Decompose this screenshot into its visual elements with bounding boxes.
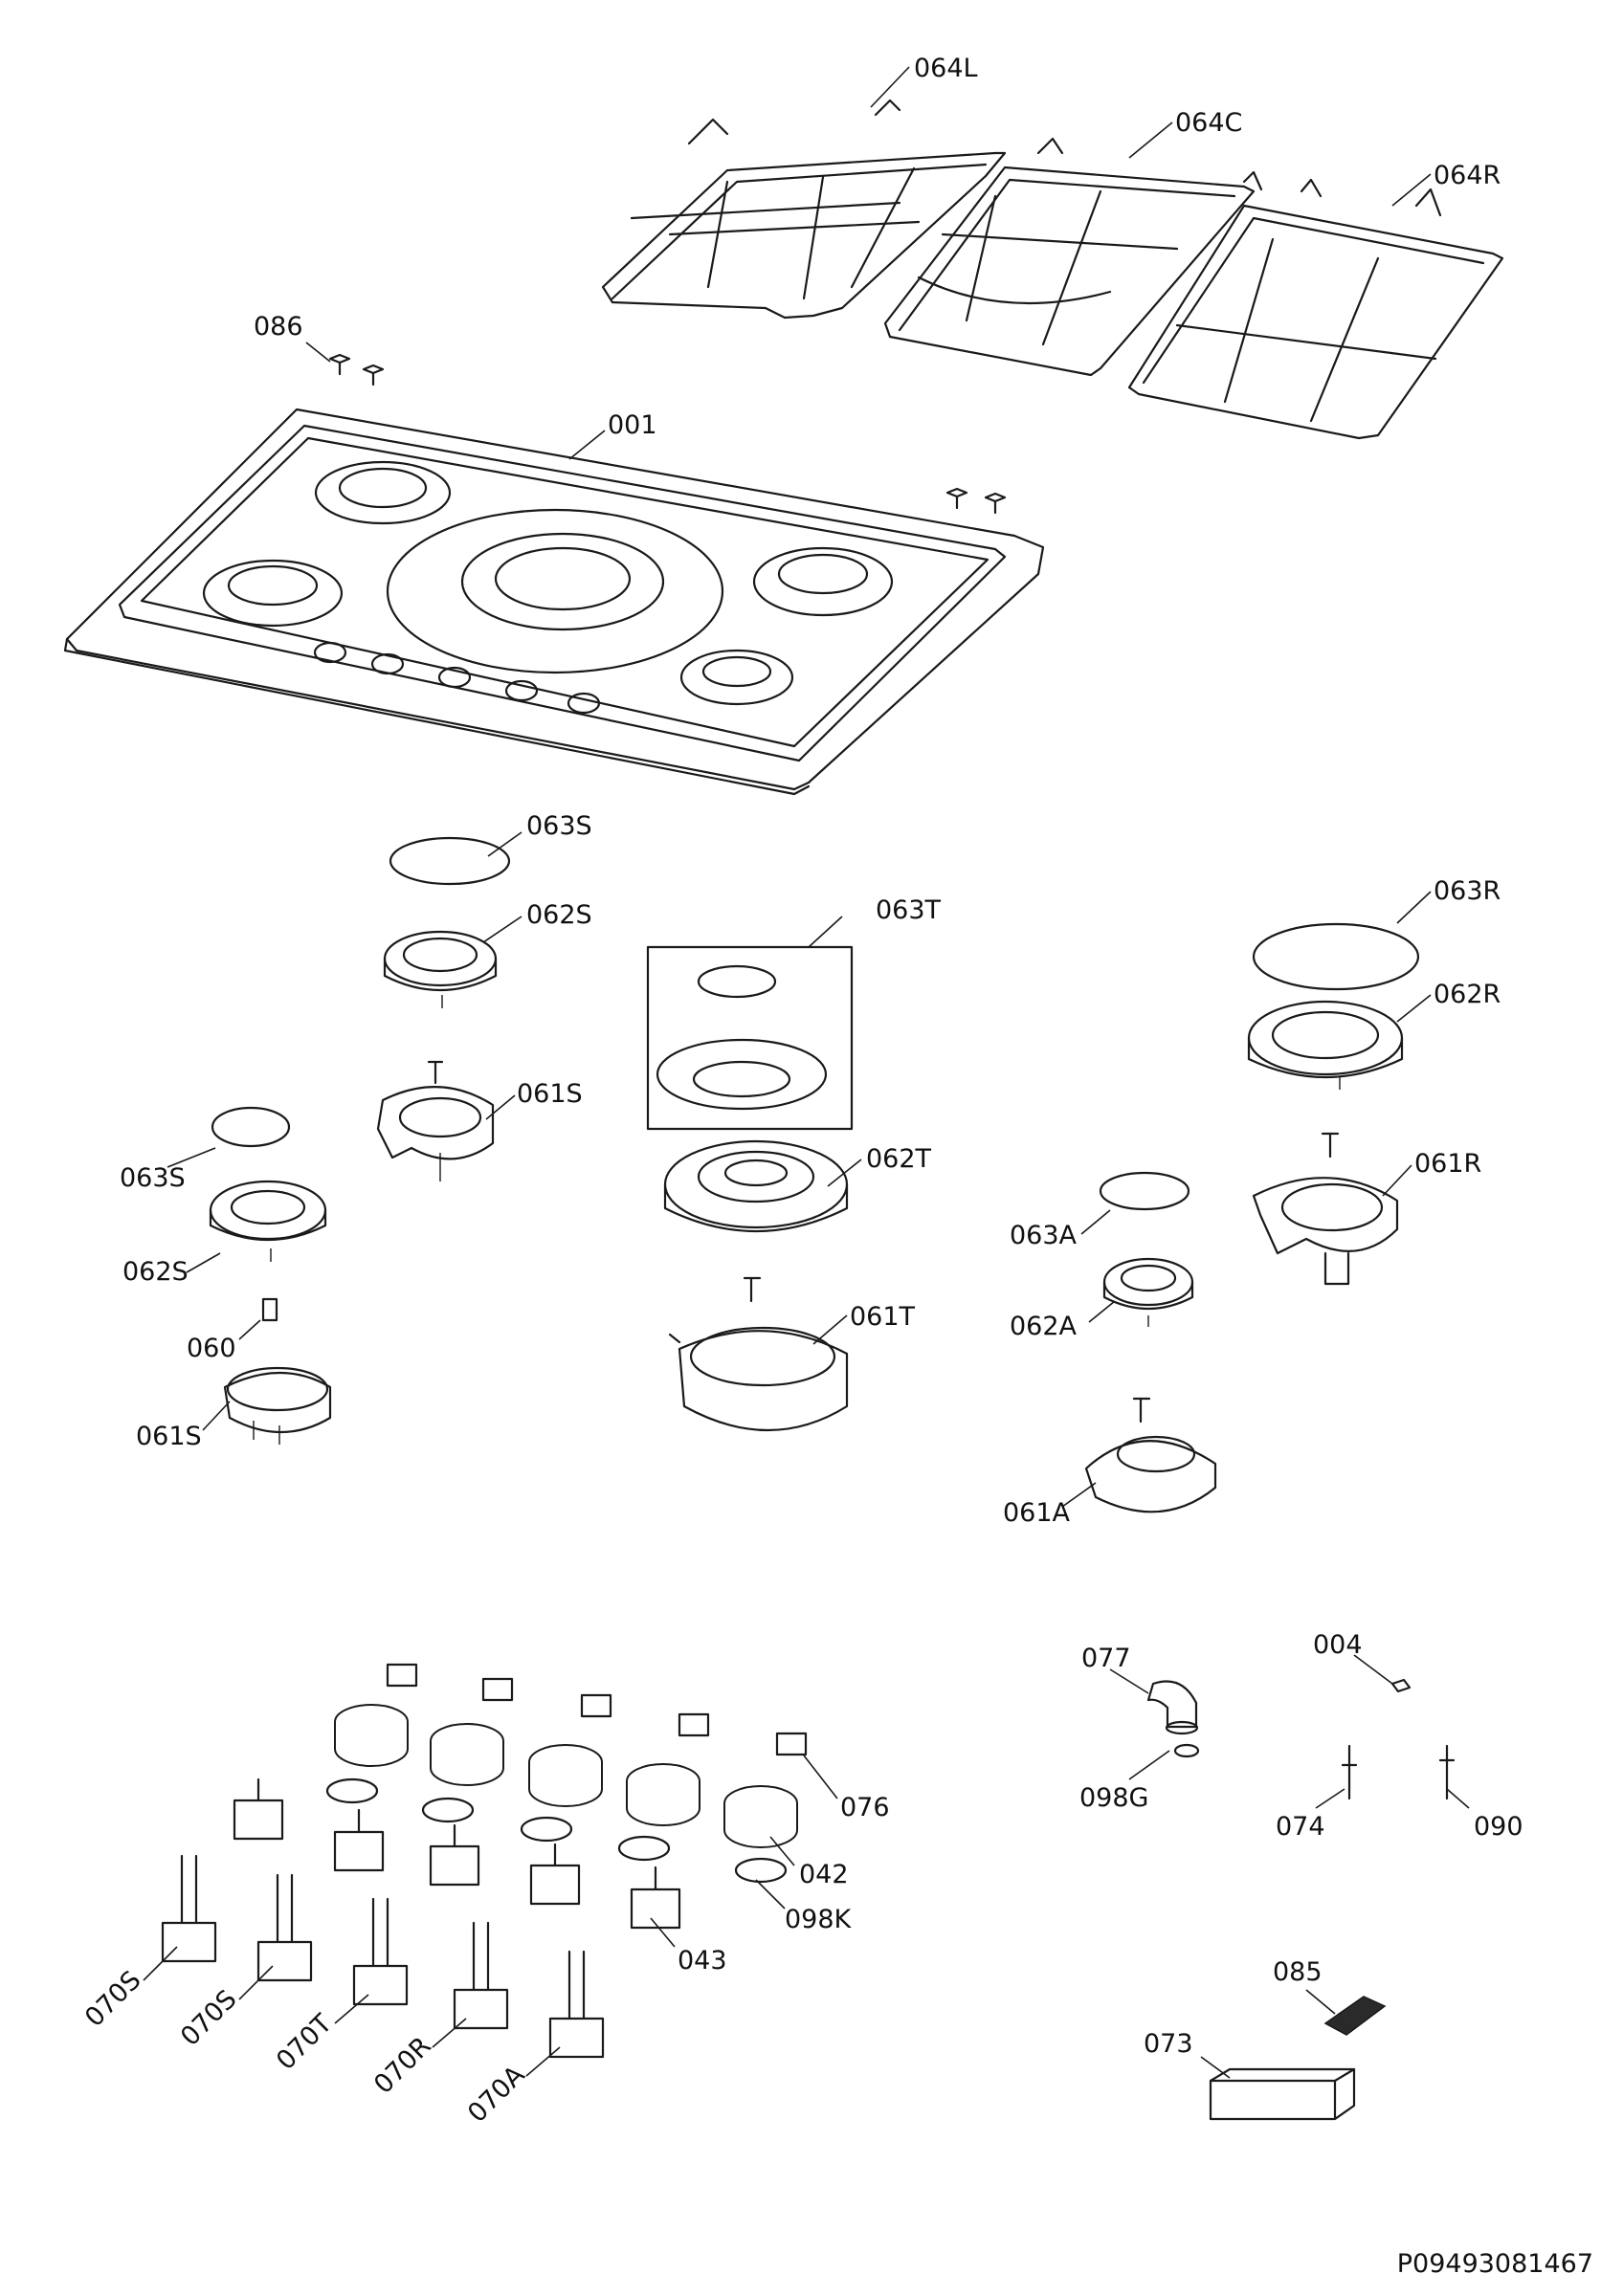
hob-top-plate bbox=[63, 408, 1045, 796]
label-061A: 061A bbox=[1003, 1498, 1071, 1528]
label-001: 001 bbox=[608, 410, 657, 440]
label-086: 086 bbox=[254, 312, 303, 342]
label-064R: 064R bbox=[1434, 161, 1501, 190]
label-062A: 062A bbox=[1010, 1312, 1078, 1341]
label-062T: 062T bbox=[866, 1144, 932, 1174]
part-labels: 064L 064C 064R 086 001 063S 062S 063T 06… bbox=[79, 54, 1523, 2129]
burner-cup-061R bbox=[1252, 1132, 1399, 1286]
label-042: 042 bbox=[799, 1860, 849, 1889]
label-070T: 070T bbox=[271, 2009, 338, 2076]
burner-cup-061A bbox=[1084, 1397, 1217, 1513]
label-098K: 098K bbox=[785, 1905, 853, 1934]
seal-098G bbox=[1173, 1743, 1200, 1758]
control-knob-row-042 bbox=[334, 1704, 798, 1848]
label-004: 004 bbox=[1313, 1630, 1363, 1660]
label-043: 043 bbox=[678, 1946, 727, 1976]
burner-cap-063S-upper bbox=[389, 836, 511, 886]
label-062S-lower: 062S bbox=[122, 1257, 189, 1287]
label-063R: 063R bbox=[1434, 876, 1501, 906]
drawing-code: P09493081467 bbox=[1397, 2249, 1593, 2279]
pan-support-center bbox=[883, 137, 1263, 377]
burner-crown-062A bbox=[1102, 1257, 1194, 1327]
clip-004 bbox=[1390, 1678, 1412, 1693]
pan-support-right bbox=[1127, 178, 1504, 440]
pan-support-left bbox=[601, 99, 1007, 320]
label-063S-lower: 063S bbox=[120, 1163, 186, 1193]
label-061S-upper: 061S bbox=[517, 1079, 583, 1109]
label-062R: 062R bbox=[1434, 980, 1501, 1009]
label-061T: 061T bbox=[850, 1302, 916, 1332]
burner-cap-063R bbox=[1252, 922, 1420, 991]
gas-elbow-077 bbox=[1146, 1680, 1199, 1735]
leader-lines bbox=[143, 66, 1470, 2079]
burner-cup-061S-lower bbox=[223, 1366, 332, 1445]
burner-cup-061T bbox=[668, 1276, 849, 1432]
label-090: 090 bbox=[1474, 1812, 1523, 1842]
ignition-generator-073 bbox=[1209, 2067, 1356, 2121]
label-070A: 070A bbox=[462, 2060, 531, 2129]
label-064L: 064L bbox=[914, 54, 978, 83]
gas-tap-row-070 bbox=[161, 1854, 605, 2059]
label-077: 077 bbox=[1081, 1644, 1131, 1673]
spark-plug-090 bbox=[1438, 1744, 1456, 1800]
burner-crown-062S-lower bbox=[209, 1180, 327, 1262]
screw-group-086 bbox=[328, 353, 1007, 515]
kit-box-063T bbox=[646, 945, 854, 1131]
label-064C: 064C bbox=[1175, 108, 1242, 138]
burner-cap-063S-lower bbox=[211, 1106, 291, 1148]
knob-bezel-row-098K bbox=[325, 1777, 788, 1884]
label-061S-lower: 061S bbox=[136, 1422, 202, 1451]
label-074: 074 bbox=[1276, 1812, 1325, 1842]
burner-cup-061S-upper bbox=[376, 1060, 495, 1181]
label-073: 073 bbox=[1144, 2029, 1193, 2059]
label-085: 085 bbox=[1273, 1957, 1323, 1987]
label-098G: 098G bbox=[1079, 1783, 1148, 1813]
burner-cap-063A bbox=[1099, 1171, 1190, 1211]
label-062S-upper: 062S bbox=[526, 900, 592, 930]
burner-crown-062S-upper bbox=[383, 930, 498, 1008]
knob-clip-row-076 bbox=[386, 1663, 808, 1756]
label-070S-b: 070S bbox=[175, 1984, 242, 2051]
ignition-connector-085 bbox=[1323, 1996, 1387, 2036]
label-063T: 063T bbox=[876, 895, 942, 925]
burner-crown-062T bbox=[663, 1139, 849, 1232]
label-070R: 070R bbox=[368, 2031, 437, 2100]
label-063S-upper: 063S bbox=[526, 811, 592, 841]
thermocouple-074 bbox=[1341, 1744, 1358, 1800]
valve-body-row-043 bbox=[233, 1777, 681, 1930]
label-063A: 063A bbox=[1010, 1221, 1078, 1250]
label-076: 076 bbox=[840, 1793, 890, 1822]
burner-crown-062R bbox=[1247, 1000, 1404, 1090]
label-060: 060 bbox=[187, 1334, 236, 1363]
injector-060 bbox=[261, 1297, 278, 1322]
label-070S-a: 070S bbox=[79, 1965, 146, 2032]
label-061R: 061R bbox=[1414, 1149, 1481, 1179]
